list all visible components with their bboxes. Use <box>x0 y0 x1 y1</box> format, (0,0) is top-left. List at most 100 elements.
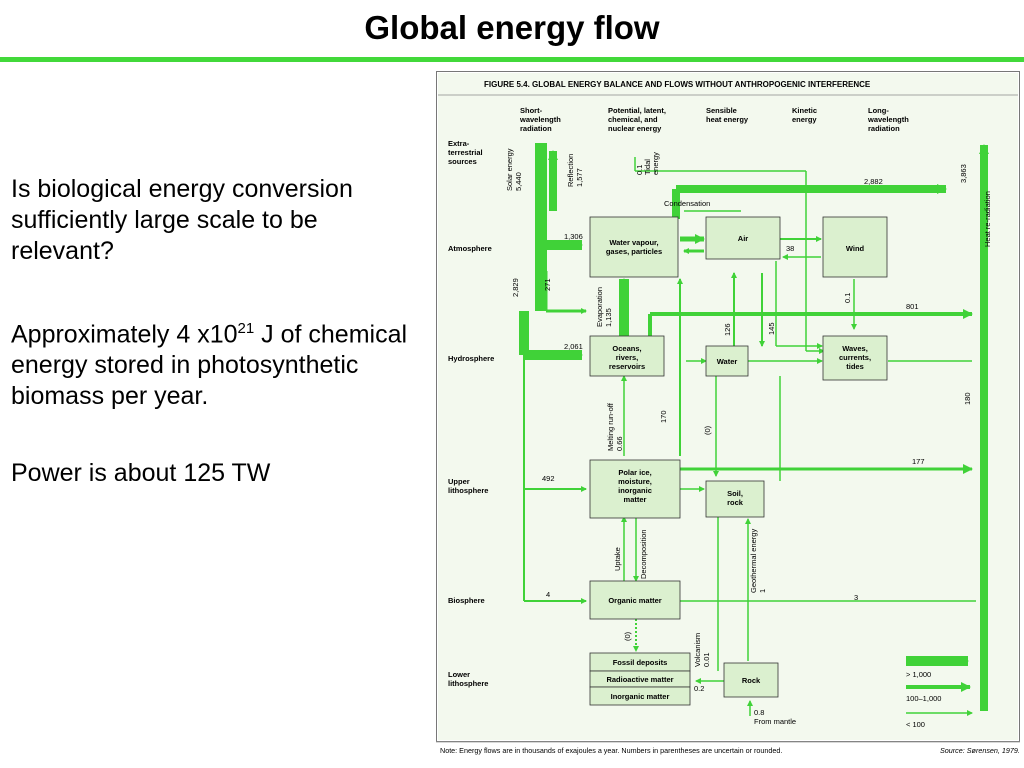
node-water-vapour <box>589 216 679 278</box>
node-water-vapour-l1: Water vapour, <box>609 238 658 247</box>
geothermal-l2: 1 <box>758 589 767 593</box>
label-2882: 2,882 <box>864 177 883 186</box>
node-polar <box>589 459 681 519</box>
node-oceans-label: Oceans,rivers,reservoirs <box>609 344 645 371</box>
label-38: 38 <box>786 244 794 253</box>
node-rock <box>723 662 779 698</box>
flow-arrows <box>519 143 989 716</box>
node-oceans-l2: rivers, <box>616 353 639 362</box>
node-water-label: Water <box>717 357 738 366</box>
node-waves-l1: Waves, <box>842 344 868 353</box>
label-2061: 2,061 <box>564 342 583 351</box>
figure-panel <box>438 73 1018 740</box>
volcanism-l2: 0.01 <box>702 652 711 667</box>
node-polar-l2: moisture, <box>618 477 652 486</box>
tidal-l2: Tidal <box>643 159 652 175</box>
node-water <box>705 345 749 377</box>
node-polar-l3: inorganic <box>618 486 652 495</box>
row-lower-l1: Lower <box>448 670 470 679</box>
node-inorganic-label: Inorganic matter <box>611 692 670 701</box>
row-hydrosphere: Hydrosphere <box>448 354 494 363</box>
slide-title: Global energy flow <box>364 9 660 46</box>
heat-reradiation-label: Heat re-radiation <box>983 191 992 247</box>
mantle-l2: From mantle <box>754 717 796 726</box>
node-polar-l4: matter <box>624 495 647 504</box>
label-1306: 1,306 <box>564 232 583 241</box>
node-soil <box>705 480 765 518</box>
label-01-wind: 0.1 <box>843 293 852 303</box>
col-potential-l1: Potential, latent, <box>608 106 666 115</box>
legend-big-label: > 1,000 <box>906 670 931 679</box>
node-soil-l2: rock <box>727 498 744 507</box>
nodes <box>589 216 888 706</box>
tidal-l3: energy <box>651 152 660 175</box>
node-fossil-label: Fossil deposits <box>613 658 668 667</box>
node-waves-label: Waves,currents,tides <box>839 344 871 371</box>
evaporation-l1: Evaporation <box>595 287 604 327</box>
node-radioactive-label: Radioactive matter <box>606 675 673 684</box>
exponent: 21 <box>237 320 255 337</box>
condensation-label: Condensation <box>664 199 710 208</box>
figure-source: Source: Sørensen, 1979. <box>940 746 1020 755</box>
node-oceans <box>589 335 665 377</box>
reflection-label: Reflection1,577 <box>566 154 584 187</box>
reflection-l2: 1,577 <box>575 168 584 187</box>
label-2829: 2,829 <box>511 278 520 297</box>
label-0-water: (0) <box>703 425 712 435</box>
geothermal-l1: Geothermal energy <box>749 529 758 593</box>
row-atmosphere: Atmosphere <box>448 244 492 253</box>
node-wind <box>822 216 888 278</box>
node-oceans-l1: Oceans, <box>612 344 641 353</box>
node-air-label: Air <box>738 234 749 243</box>
volcanism-label: Volcanism0.01 <box>693 633 711 667</box>
node-soil-label: Soil,rock <box>727 489 744 507</box>
melting-label: Melting run-off0.66 <box>606 402 624 451</box>
solar-energy-l1: Solar energy <box>505 148 514 191</box>
node-oceans-l3: reservoirs <box>609 362 645 371</box>
tidal-l1: 0.1 <box>635 165 644 175</box>
row-lower-l2: lithosphere <box>448 679 488 688</box>
label-4: 4 <box>546 590 550 599</box>
evaporation-l2: 1,135 <box>604 308 613 327</box>
row-biosphere: Biosphere <box>448 596 485 605</box>
tidal-label: 0.1Tidalenergy <box>635 152 660 175</box>
row-upper-l2: lithosphere <box>448 486 488 495</box>
label-180: 180 <box>963 392 972 405</box>
node-water-vapour-label: Water vapour,gases, particles <box>606 238 662 256</box>
figure-heading: FIGURE 5.4. GLOBAL ENERGY BALANCE AND FL… <box>484 80 871 89</box>
node-waves-l3: tides <box>846 362 864 371</box>
label-271: 271 <box>543 278 552 291</box>
reflection-l1: Reflection <box>566 154 575 187</box>
node-organic-label: Organic matter <box>608 596 661 605</box>
node-soil-l1: Soil, <box>727 489 743 498</box>
melting-l1: Melting run-off <box>606 402 615 451</box>
label-170: 170 <box>659 410 668 423</box>
label-02: 0.2 <box>694 684 704 693</box>
col-potential-l2: chemical, and <box>608 115 658 124</box>
col-kinetic-l1: Kinetic <box>792 106 817 115</box>
label-801: 801 <box>906 302 919 311</box>
melting-l2: 0.66 <box>615 436 624 451</box>
row-extra-l2: terrestrial <box>448 148 483 157</box>
row-extra-l3: sources <box>448 157 477 166</box>
label-0-fossil: (0) <box>623 631 632 641</box>
label-126: 126 <box>723 323 732 336</box>
uptake-label: Uptake <box>613 547 622 571</box>
node-wind-label: Wind <box>846 244 865 253</box>
node-waves-l2: currents, <box>839 353 871 362</box>
col-long-wave-l3: radiation <box>868 124 900 133</box>
volcanism-l1: Volcanism <box>693 633 702 667</box>
label-3: 3 <box>854 593 858 602</box>
node-inorganic <box>589 686 691 706</box>
node-waves <box>822 335 888 381</box>
label-492: 492 <box>542 474 555 483</box>
legend-small-label: < 100 <box>906 720 925 729</box>
evaporation-label: Evaporation1,135 <box>595 287 613 327</box>
node-polar-l1: Polar ice, <box>618 468 651 477</box>
